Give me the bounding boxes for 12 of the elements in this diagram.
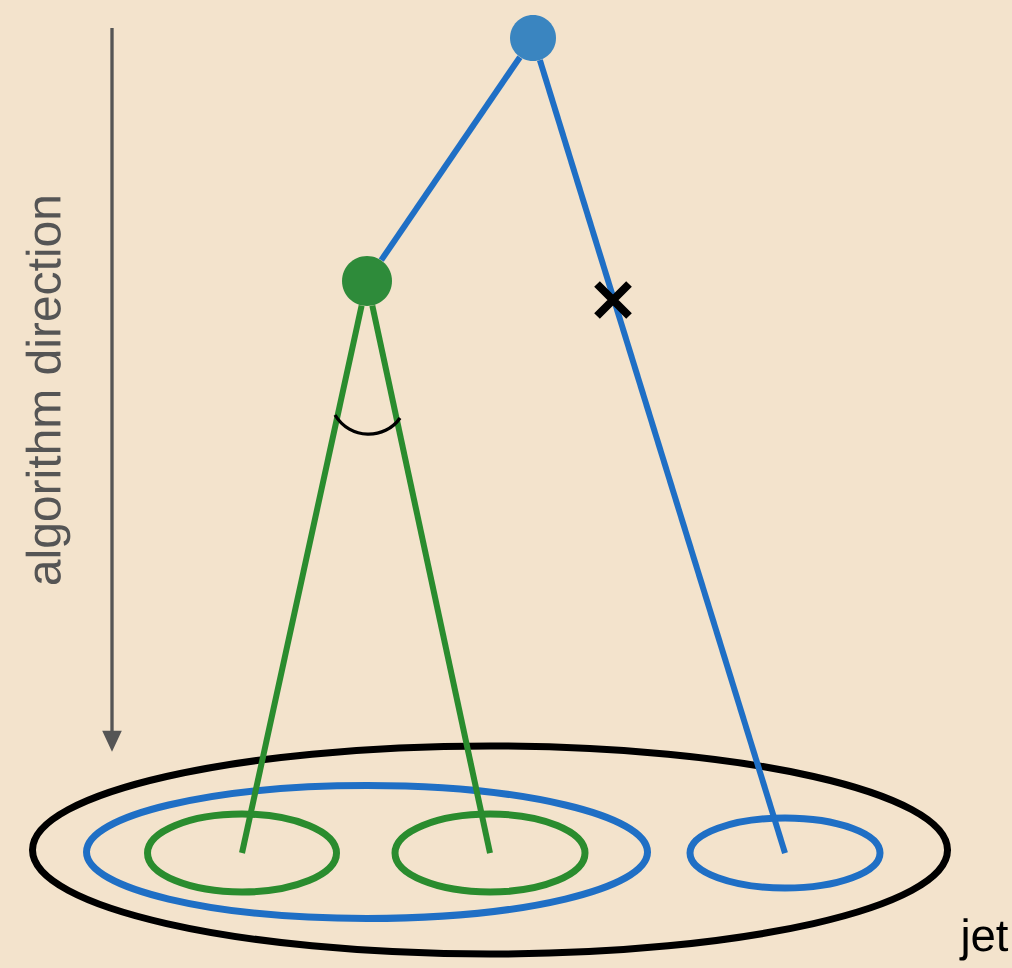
jet-label: jet bbox=[959, 918, 1009, 961]
branch-line bbox=[537, 59, 788, 854]
tree-node-circle bbox=[342, 256, 392, 306]
branch-line bbox=[378, 55, 523, 262]
branch-line bbox=[369, 305, 493, 854]
cluster-ellipse bbox=[83, 782, 651, 922]
cluster-ellipse bbox=[686, 814, 884, 892]
cluster-ellipse bbox=[391, 810, 589, 896]
cluster-ellipse bbox=[144, 810, 340, 896]
axis-label: algorithm direction bbox=[25, 197, 71, 585]
tree-node-circle bbox=[510, 15, 556, 61]
branch-line bbox=[239, 305, 365, 854]
